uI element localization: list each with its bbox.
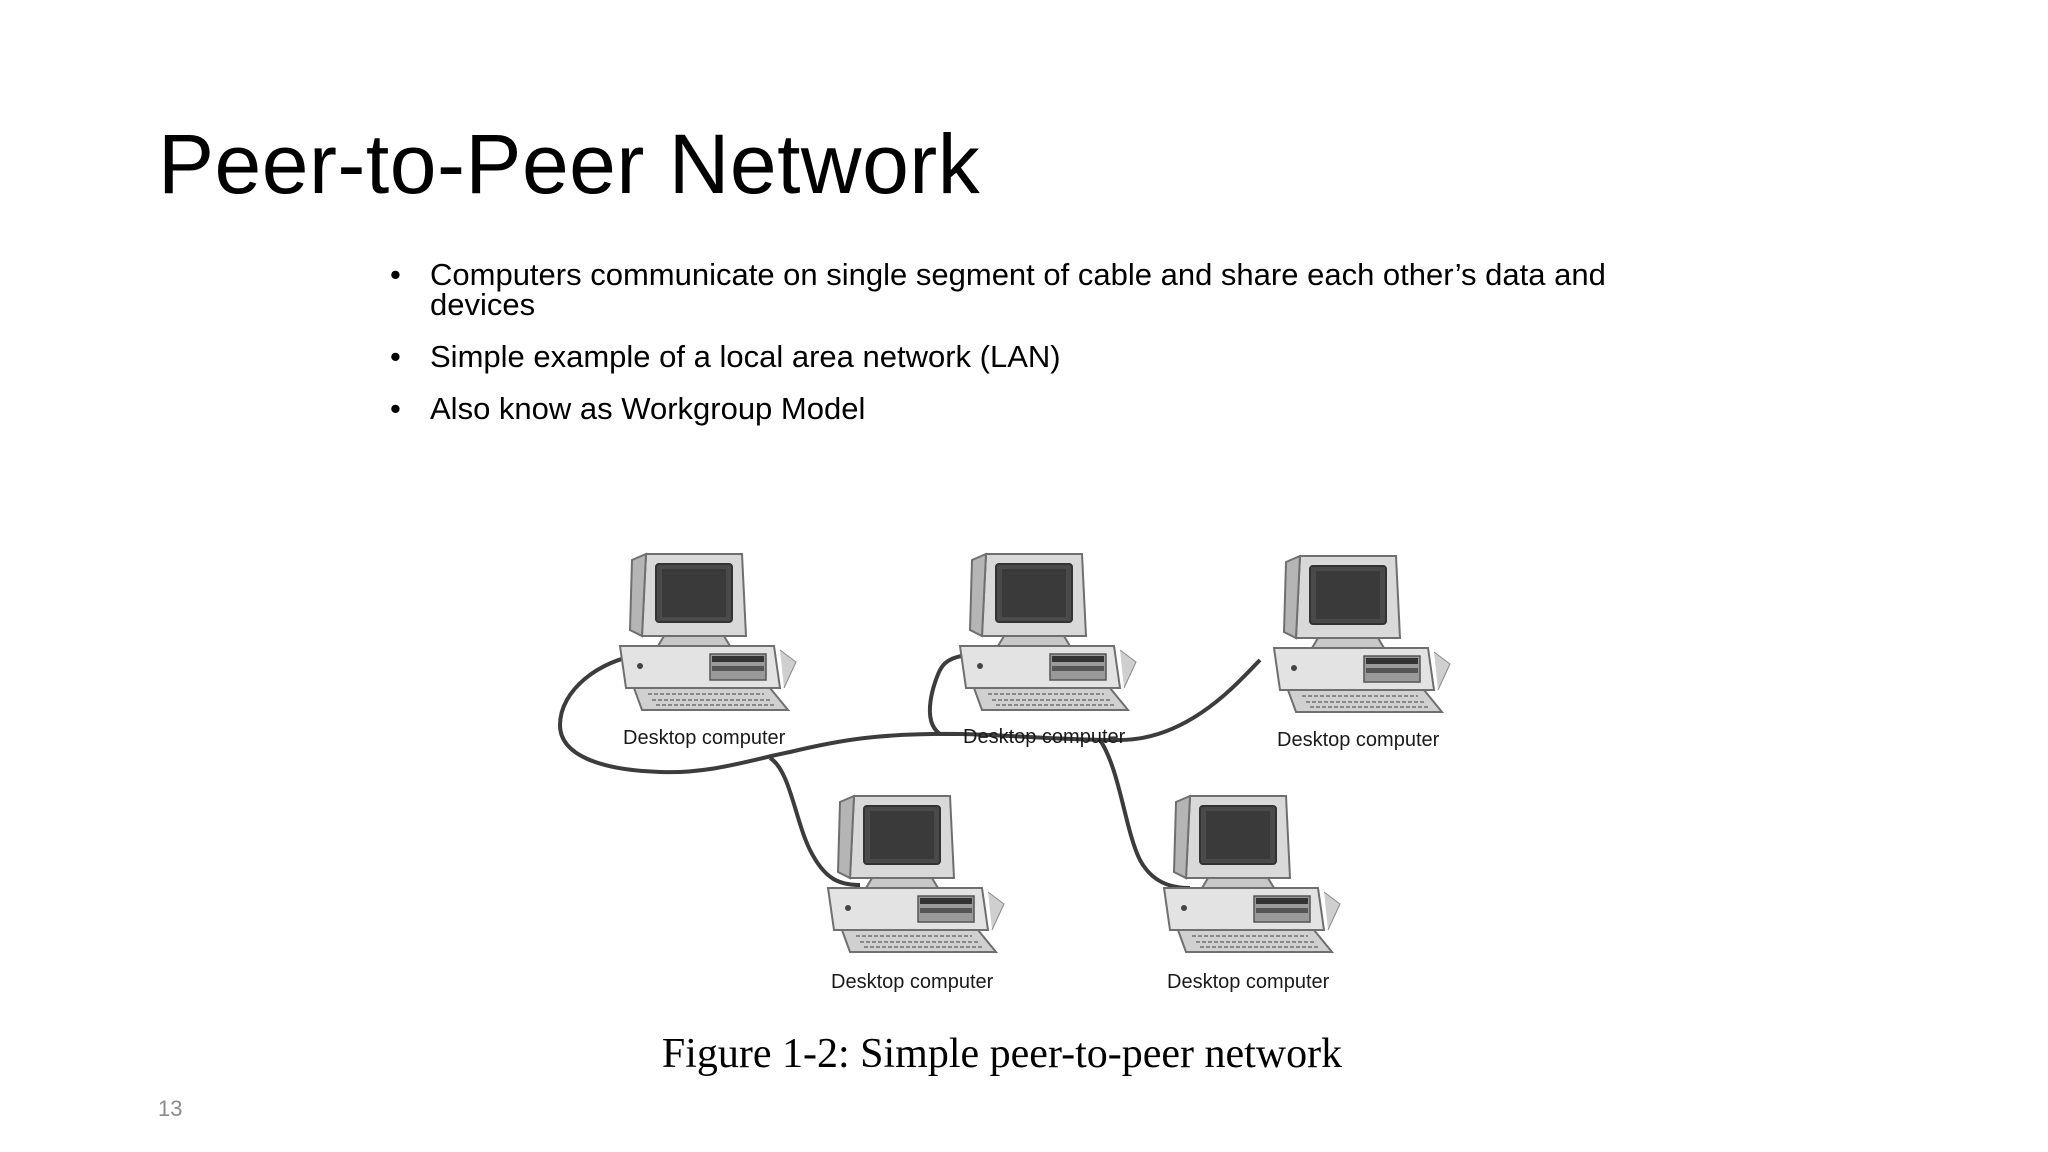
figure-caption: Figure 1-2: Simple peer-to-peer network: [0, 1030, 2048, 1078]
bullet-dot: •: [390, 391, 401, 426]
bullet-text: Also know as Workgroup Model: [430, 391, 866, 426]
bullet-dot: •: [390, 257, 401, 292]
bullet-text: Simple example of a local area network (…: [430, 339, 1061, 374]
desktop-computer-icon: [959, 553, 1137, 711]
network-diagram: Desktop computer Desktop computer Deskto…: [557, 553, 1451, 993]
computer-label: Desktop computer: [1167, 971, 1330, 993]
desktop-computer-icon: [619, 553, 797, 711]
slide-title: Peer-to-Peer Network: [158, 117, 981, 211]
computer-label: Desktop computer: [963, 726, 1126, 748]
slide-number: 13: [158, 1096, 183, 1121]
network-figure: Desktop computer Desktop computer Deskto…: [540, 540, 1480, 1010]
network-cable: [928, 652, 981, 736]
bullet-item: • Computers communicate on single segmen…: [390, 257, 1670, 322]
network-cable: [768, 756, 861, 887]
network-cable: [1098, 738, 1191, 890]
computer-label: Desktop computer: [623, 727, 786, 749]
desktop-computer-icon: [827, 795, 1005, 953]
desktop-computer-icon: [1163, 795, 1341, 953]
network-cable: [557, 653, 1262, 775]
computer-label: Desktop computer: [1277, 729, 1440, 751]
figure-caption-text: Figure 1-2: Simple peer-to-peer network: [661, 1031, 1343, 1077]
bullet-item: • Also know as Workgroup Model: [390, 391, 1670, 426]
bullet-item: • Simple example of a local area network…: [390, 339, 1670, 374]
desktop-computer-icon: [1273, 555, 1451, 713]
bullet-text: Computers communicate on single segment …: [430, 257, 1606, 322]
bullet-list: • Computers communicate on single segmen…: [390, 257, 1670, 446]
bullet-dot: •: [390, 339, 401, 374]
computer-label: Desktop computer: [831, 971, 994, 993]
